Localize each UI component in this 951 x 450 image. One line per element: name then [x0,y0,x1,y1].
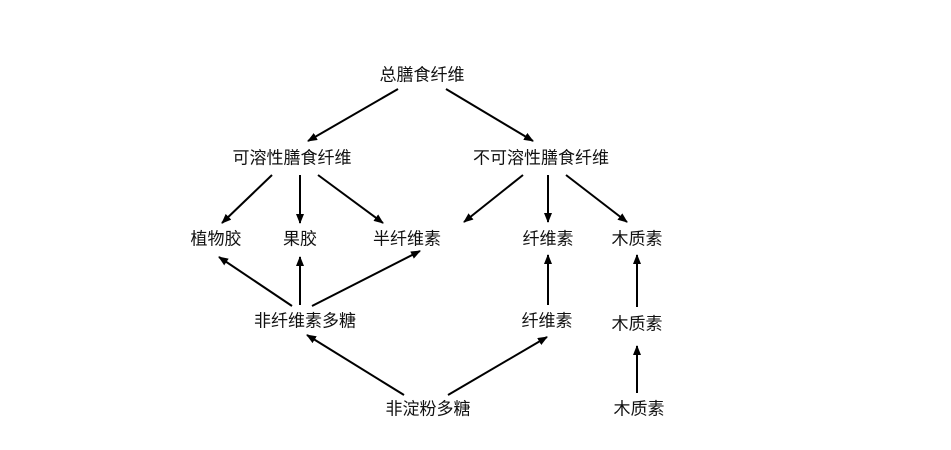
arrow-total-to-soluble [307,88,399,142]
node-total-dietary-fiber: 总膳食纤维 [379,65,465,86]
node-cellulose-mid: 纤维素 [521,311,573,332]
arrow-non-starch-polysaccharide-to-cellulose-mid [447,336,548,396]
node-hemicellulose: 半纤维素 [373,229,441,250]
arrow-total-to-insoluble [445,88,534,142]
node-pectin: 果胶 [283,229,317,250]
node-lignin-top: 木质素 [611,229,663,250]
arrow-non-cellulose-polysaccharide-to-hemicellulose [311,250,421,307]
node-non-starch-polysaccharide: 非淀粉多糖 [385,399,471,420]
arrow-insoluble-to-lignin-top [565,174,628,223]
node-cellulose-top: 纤维素 [522,229,574,250]
arrow-soluble-to-hemicellulose [317,174,384,224]
node-plant-gum: 植物胶 [190,229,242,250]
node-lignin-bottom: 木质素 [613,399,665,420]
arrow-non-cellulose-polysaccharide-to-plant-gum [218,256,293,307]
arrow-soluble-to-plant-gum [221,174,273,224]
arrow-insoluble-to-hemicellulose [463,174,524,223]
node-insoluble-dietary-fiber: 不可溶性膳食纤维 [473,148,609,169]
node-soluble-dietary-fiber: 可溶性膳食纤维 [232,148,352,169]
node-non-cellulose-polysaccharide: 非纤维素多糖 [254,311,356,332]
arrow-non-starch-polysaccharide-to-non-cellulose-polysaccharide [306,334,405,396]
node-lignin-mid: 木质素 [611,314,663,335]
